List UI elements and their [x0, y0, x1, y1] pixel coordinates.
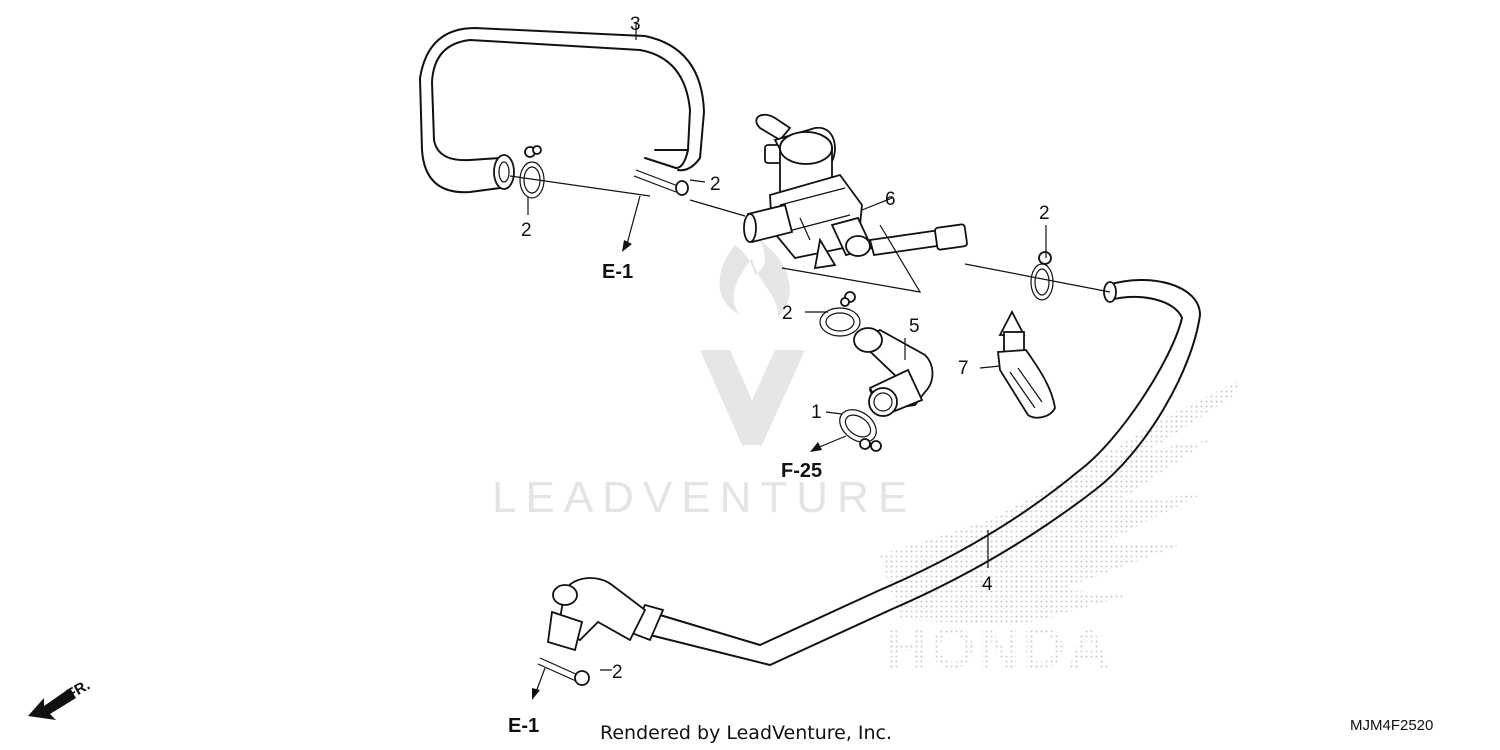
- diagram-code: MJM4F2520: [1350, 717, 1433, 734]
- callout-2-bottom: 2: [612, 662, 623, 683]
- part-3-hose[interactable]: [419, 27, 705, 194]
- callout-5: 5: [909, 316, 920, 337]
- callout-4: 4: [982, 574, 993, 595]
- callout-2-center: 2: [782, 303, 793, 324]
- ref-e1-top[interactable]: E-1: [602, 261, 633, 283]
- callout-2-right: 2: [1039, 203, 1050, 224]
- front-arrow-icon: [28, 688, 76, 720]
- ref-f25[interactable]: F-25: [781, 460, 822, 482]
- callout-labels: 3 2 2 6 2 2 5 7 1 4 2: [521, 14, 1050, 683]
- ref-e1-bottom[interactable]: E-1: [508, 715, 539, 737]
- part-2-clamp-bottom[interactable]: [537, 657, 590, 686]
- part-6-valve[interactable]: [743, 113, 968, 293]
- callout-1: 1: [811, 402, 822, 423]
- leadventure-watermark: LEADVENTURE: [492, 240, 916, 522]
- callout-6: 6: [885, 189, 896, 210]
- part-2-clamp-left[interactable]: [519, 145, 545, 199]
- part-2-clamp-midtop[interactable]: [633, 169, 689, 196]
- guide-lines: [509, 22, 1111, 700]
- honda-wing-watermark: HONDA: [880, 380, 1240, 681]
- part-5-elbow[interactable]: [853, 327, 934, 417]
- front-direction-indicator: FR.: [28, 677, 93, 720]
- honda-watermark-text: HONDA: [885, 616, 1113, 681]
- leadventure-watermark-text: LEADVENTURE: [492, 473, 916, 522]
- part-4-hose[interactable]: [547, 278, 1201, 666]
- callout-7: 7: [958, 358, 969, 379]
- footer-credit: Rendered by LeadVenture, Inc.: [600, 722, 892, 744]
- callout-2-midtop: 2: [710, 174, 721, 195]
- part-7-holder[interactable]: [997, 310, 1056, 419]
- part-2-clamp-right[interactable]: [1030, 251, 1054, 301]
- part-2-clamp-center[interactable]: [819, 291, 861, 337]
- callout-3: 3: [630, 14, 641, 35]
- callout-2-left: 2: [521, 220, 532, 241]
